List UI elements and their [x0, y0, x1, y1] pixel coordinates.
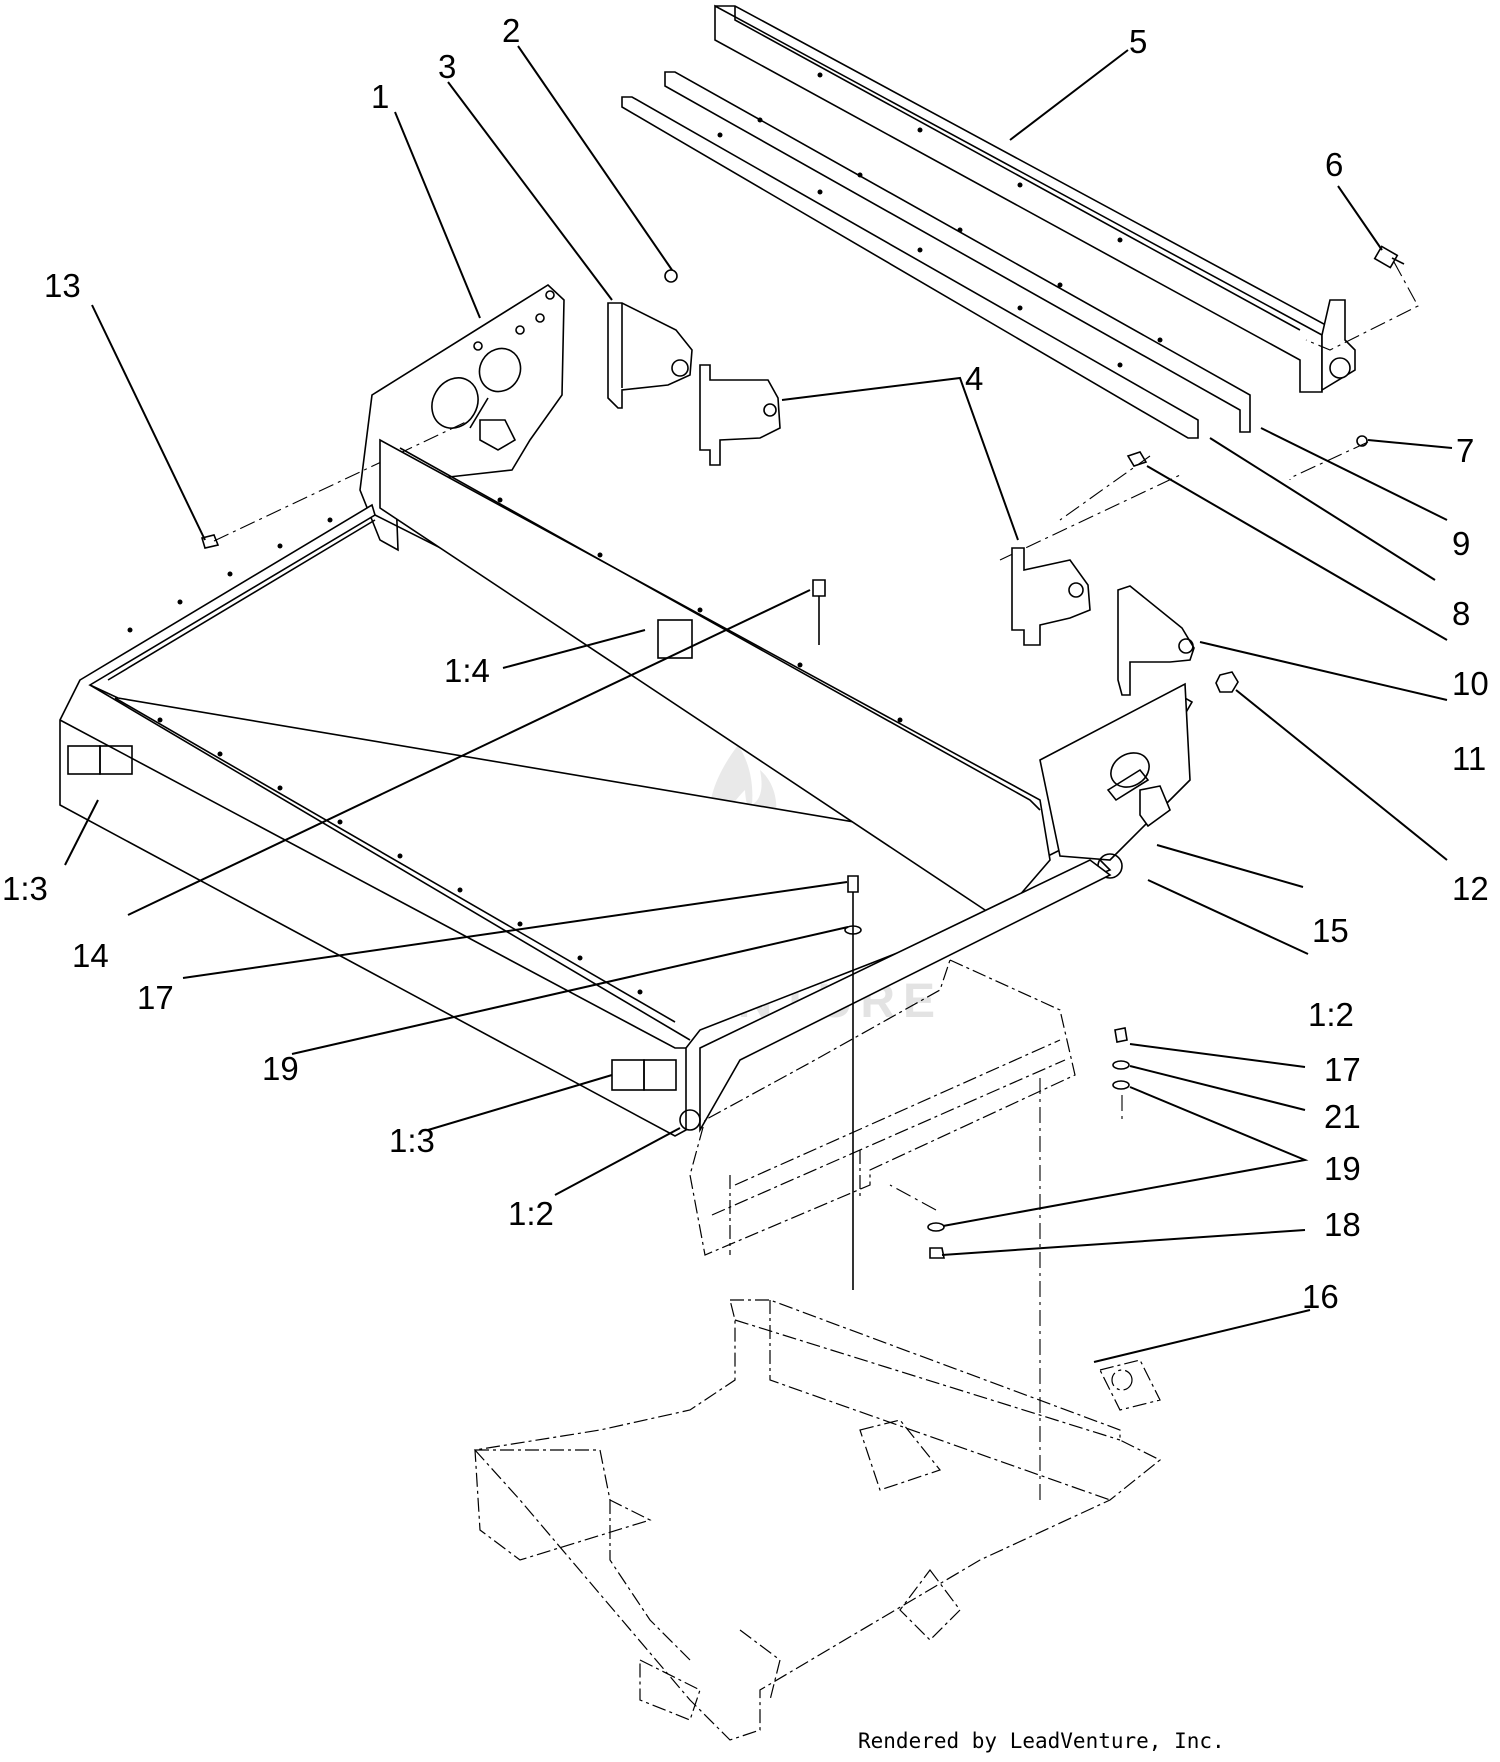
- footer-credit: Rendered by LeadVenture, Inc.: [858, 1729, 1225, 1753]
- decal-1-3-left: [67, 745, 133, 775]
- part-8-strip: [621, 96, 1199, 439]
- part-6-bolt: [1373, 245, 1405, 269]
- callout-14: 14: [72, 937, 109, 974]
- callout-1-3-left: 1:3: [2, 870, 48, 907]
- hopper-right-plate: [1039, 682, 1191, 861]
- callout-10: 10: [1452, 665, 1489, 702]
- decal-1-4: [657, 619, 693, 659]
- callout-6: 6: [1325, 146, 1343, 183]
- callout-8: 8: [1452, 595, 1470, 632]
- callout-12: 12: [1452, 870, 1489, 907]
- callout-15: 15: [1312, 912, 1349, 949]
- callout-1-2-left: 1:2: [508, 1195, 554, 1232]
- part-13-bolt: [200, 534, 220, 549]
- callout-21: 21: [1324, 1098, 1361, 1135]
- upper-assembly: [59, 4, 1419, 1137]
- callout-11: 11: [1452, 740, 1486, 777]
- callout-1: 1: [371, 78, 389, 115]
- callout-18: 18: [1324, 1206, 1361, 1243]
- part-9-strip: [664, 71, 1251, 433]
- callouts: 1 2 3 4 5 6 7 8 9 10 11 12 13 14 15 16 1…: [2, 12, 1489, 1315]
- callout-1-3-right: 1:3: [389, 1122, 435, 1159]
- callout-1-4: 1:4: [444, 652, 490, 689]
- part-4-bracket-lower: [1011, 547, 1091, 646]
- part-10-bolt: [1126, 451, 1148, 467]
- frame-rivets: [127, 497, 903, 995]
- middle-fasteners: [844, 875, 1130, 1500]
- callout-1-2-right: 1:2: [1308, 996, 1354, 1033]
- callout-17-left: 17: [137, 979, 174, 1016]
- part-3-bracket: [607, 302, 693, 409]
- callout-7: 7: [1456, 432, 1474, 469]
- callout-17-right: 17: [1324, 1051, 1361, 1088]
- strip-holes: [717, 72, 1163, 368]
- callout-5: 5: [1129, 23, 1147, 60]
- callout-16: 16: [1302, 1278, 1339, 1315]
- part-14-bolt: [812, 579, 826, 597]
- callout-2: 2: [502, 12, 520, 49]
- callout-19-left: 19: [262, 1050, 299, 1087]
- part-2-nut: [664, 269, 678, 283]
- callout-3: 3: [438, 48, 456, 85]
- part-4-bracket-upper: [699, 364, 781, 466]
- part-12-nut: [1215, 671, 1239, 693]
- phantom-chassis: [473, 959, 1162, 1741]
- part-11-bracket: [1117, 585, 1195, 696]
- callout-4: 4: [965, 360, 983, 397]
- callout-19-right: 19: [1324, 1150, 1361, 1187]
- leader-lines: [64, 45, 1453, 1363]
- callout-13: 13: [44, 267, 81, 304]
- callout-9: 9: [1452, 525, 1470, 562]
